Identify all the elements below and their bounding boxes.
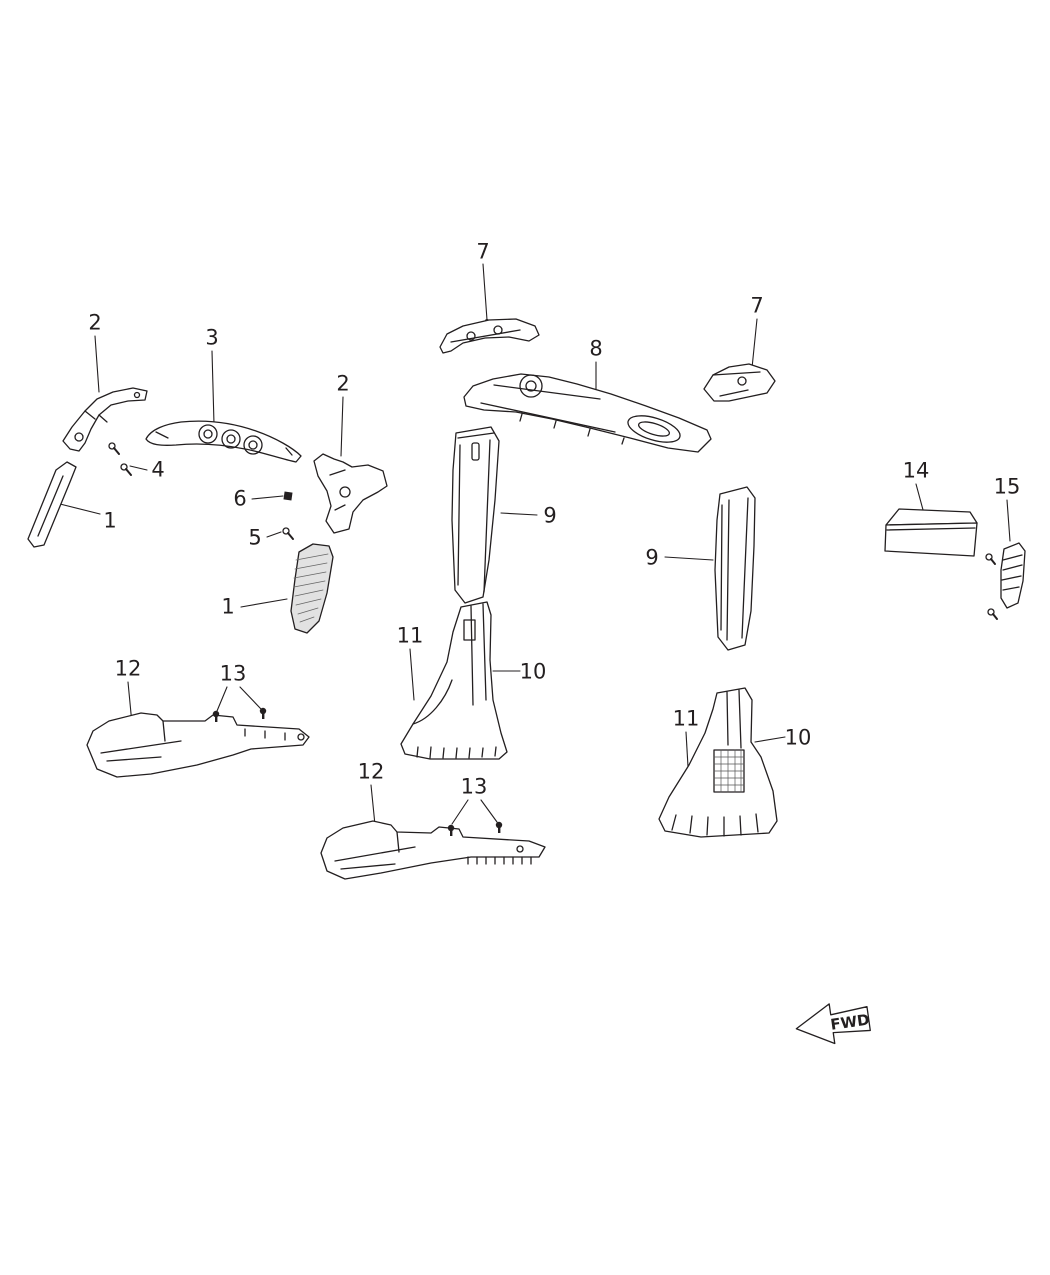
callout-12-left: 12 <box>114 656 142 681</box>
part-b-pillar-lower-trim-right <box>658 687 778 838</box>
part-cowl-side-trim-left <box>27 461 77 548</box>
part-bracket-7-left <box>439 318 540 354</box>
part-a-pillar-trim-upper-left <box>62 387 148 452</box>
part-trim-panel-14 <box>884 508 978 557</box>
callout-10-right: 10 <box>784 725 812 750</box>
callout-11-right: 11 <box>672 706 700 731</box>
part-bracket-7-right <box>703 363 776 402</box>
callout-13-center: 13 <box>460 774 488 799</box>
callout-15: 15 <box>993 474 1021 499</box>
clips-13-center <box>447 821 503 836</box>
part-b-pillar-upper-trim-right <box>714 486 756 651</box>
part-cowl-top-trim <box>145 420 302 463</box>
part-sill-scuff-plate-center <box>320 820 546 880</box>
callout-10-left: 10 <box>519 659 547 684</box>
part-header-rail <box>463 373 712 453</box>
callout-9-right: 9 <box>645 545 659 570</box>
callout-14: 14 <box>902 458 930 483</box>
part-a-pillar-trim-lower <box>290 543 334 634</box>
part-b-pillar-lower-trim-left <box>400 601 508 760</box>
callout-2-upper-left: 2 <box>88 310 102 335</box>
clip-6 <box>283 491 293 501</box>
callout-12-center: 12 <box>357 759 385 784</box>
clips-13-left <box>212 707 267 722</box>
callout-1-lower: 1 <box>221 594 235 619</box>
callout-2-right: 2 <box>336 371 350 396</box>
part-sill-scuff-plate-left <box>86 712 310 778</box>
screw-fastener-5 <box>282 527 294 540</box>
callout-3: 3 <box>205 325 219 350</box>
callout-9-left: 9 <box>543 503 557 528</box>
callout-1-upper: 1 <box>103 508 117 533</box>
screw-fasteners-4 <box>108 442 132 476</box>
part-trim-15 <box>985 542 1026 620</box>
callout-5: 5 <box>248 525 262 550</box>
callout-6: 6 <box>233 486 247 511</box>
callout-7-right: 7 <box>750 293 764 318</box>
fwd-label: FWD <box>829 1011 870 1034</box>
fwd-direction-arrow: FWD <box>795 1003 871 1045</box>
callout-11-left: 11 <box>396 623 424 648</box>
callout-7-top: 7 <box>476 239 490 264</box>
callout-13-left: 13 <box>219 661 247 686</box>
part-b-pillar-upper-trim-left <box>451 426 500 604</box>
callout-4: 4 <box>151 457 165 482</box>
callout-8: 8 <box>589 336 603 361</box>
part-a-pillar-trim-upper-right <box>313 453 388 534</box>
